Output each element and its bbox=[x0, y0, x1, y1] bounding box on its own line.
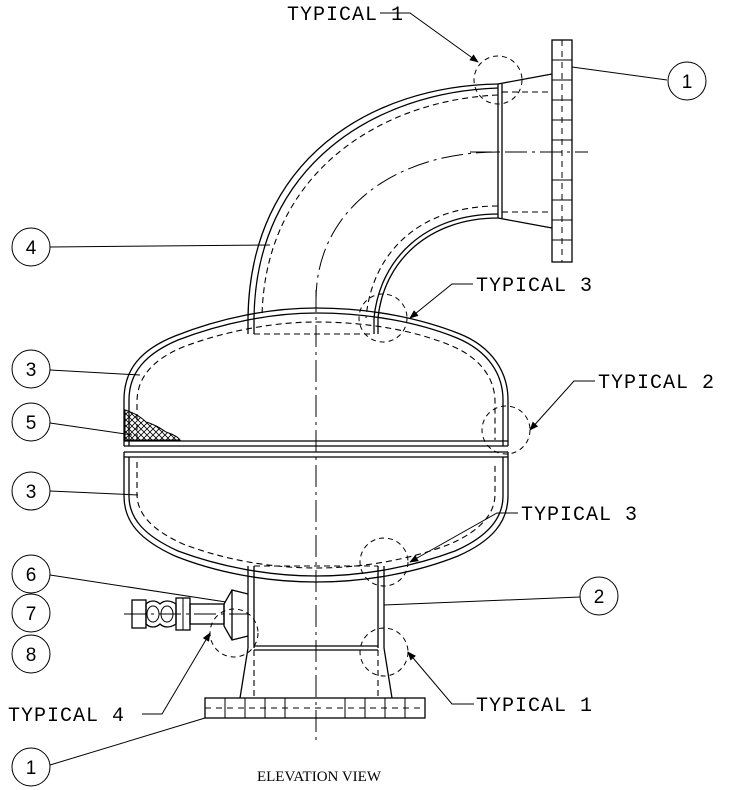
top-flange bbox=[551, 39, 573, 263]
leader-typical1-bottom bbox=[407, 651, 474, 705]
balloon-item-3-upper bbox=[11, 349, 51, 389]
leader-typical3-lower bbox=[409, 512, 518, 563]
balloon-item-4-text: 4 bbox=[26, 238, 37, 259]
leader-typical4 bbox=[142, 632, 211, 715]
balloon-item-3-lower-text: 3 bbox=[26, 482, 37, 503]
balloon-item-1-bottom bbox=[11, 747, 51, 787]
balloon-item-1-top-text: 1 bbox=[682, 72, 693, 93]
leader-typical2 bbox=[529, 380, 595, 431]
lower-vessel-shell bbox=[123, 451, 509, 583]
hatched-insulation bbox=[124, 409, 181, 441]
balloon-item-8 bbox=[11, 634, 51, 674]
balloon-item-4 bbox=[11, 227, 51, 267]
detail-circle-typical4 bbox=[209, 608, 259, 658]
balloon-item-7-text: 7 bbox=[26, 604, 37, 625]
elbow-pipe bbox=[247, 83, 499, 335]
balloon-item-7 bbox=[11, 593, 51, 633]
balloon-item-2 bbox=[579, 576, 619, 616]
label-typical2: TYPICAL 2 bbox=[598, 372, 715, 395]
balloon-item-1-bottom-text: 1 bbox=[26, 758, 37, 779]
label-typical1-top: TYPICAL 1 bbox=[287, 4, 404, 27]
label-typical3-upper: TYPICAL 3 bbox=[476, 275, 593, 298]
detail-circle-typical3-lower bbox=[359, 537, 409, 587]
balloon-item-5-text: 5 bbox=[26, 413, 37, 434]
balloon-item-6-text: 6 bbox=[26, 565, 37, 586]
upper-vessel-shell bbox=[123, 307, 509, 447]
balloon-item-6 bbox=[11, 554, 51, 594]
leader-typical1-top bbox=[380, 12, 479, 63]
drain-valve-assembly bbox=[124, 589, 249, 641]
detail-circle-typical2 bbox=[481, 405, 531, 455]
balloon-item-1-top bbox=[667, 61, 707, 101]
balloon-item-3-lower bbox=[11, 471, 51, 511]
leader-typical3-upper bbox=[409, 283, 473, 319]
balloon-item-5 bbox=[11, 402, 51, 442]
balloon-item-3-upper-text: 3 bbox=[26, 360, 37, 381]
detail-circle-typical3-upper bbox=[358, 293, 408, 343]
label-typical3-lower: TYPICAL 3 bbox=[521, 504, 638, 527]
detail-circle-typical1-top bbox=[473, 55, 523, 105]
view-caption: ELEVATION VIEW bbox=[257, 769, 382, 785]
balloon-item-8-text: 8 bbox=[26, 645, 37, 666]
label-typical1-bottom: TYPICAL 1 bbox=[476, 695, 593, 718]
balloon-item-2-text: 2 bbox=[594, 587, 605, 608]
bottom-nozzle bbox=[239, 565, 393, 699]
flange-hub bbox=[497, 73, 553, 229]
label-typical4: TYPICAL 4 bbox=[8, 705, 125, 728]
bottom-flange bbox=[204, 697, 426, 719]
